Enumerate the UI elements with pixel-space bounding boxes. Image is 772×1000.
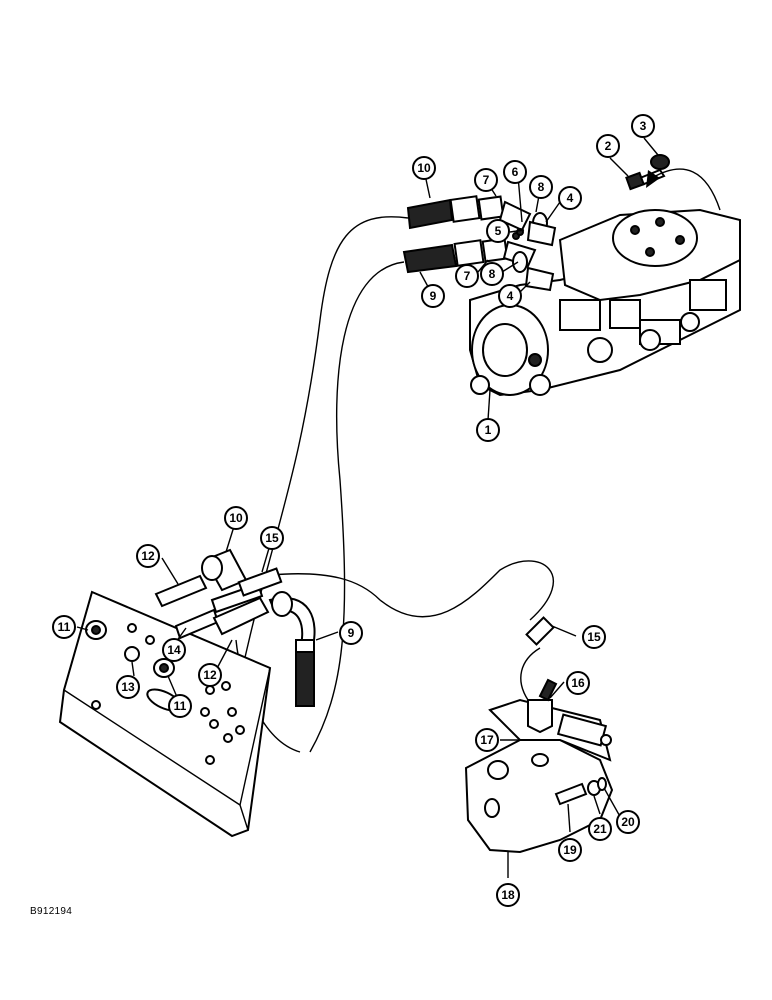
callout-label: 11 — [174, 699, 187, 713]
callout-18: 18 — [496, 883, 520, 907]
callout-4-lower: 4 — [498, 284, 522, 308]
callout-label: 2 — [605, 139, 612, 153]
callout-11-left: 11 — [52, 615, 76, 639]
callout-label: 20 — [621, 815, 635, 829]
figure-reference-code: B912194 — [30, 906, 73, 917]
callout-label: 13 — [121, 680, 135, 694]
callout-7-lower: 7 — [455, 264, 479, 288]
callout-4-upper: 4 — [558, 186, 582, 210]
callout-6: 6 — [503, 160, 527, 184]
callout-10-lower: 10 — [224, 506, 248, 530]
callout-label: 8 — [538, 180, 545, 194]
callout-14: 14 — [162, 638, 186, 662]
hydrostatic-pump-assembly — [469, 154, 741, 397]
callout-7-upper: 7 — [474, 168, 498, 192]
callout-label: 3 — [640, 119, 647, 133]
callout-16: 16 — [566, 671, 590, 695]
callout-11-bottom: 11 — [168, 694, 192, 718]
callout-10-upper: 10 — [412, 156, 436, 180]
callout-3: 3 — [631, 114, 655, 138]
callout-label: 14 — [167, 643, 181, 657]
callout-5: 5 — [486, 219, 510, 243]
callout-label: 12 — [141, 549, 155, 563]
callout-label: 7 — [483, 173, 490, 187]
callout-label: 19 — [563, 843, 577, 857]
callout-12-lower: 12 — [198, 663, 222, 687]
callout-label: 10 — [229, 511, 243, 525]
callout-label: 15 — [587, 630, 601, 644]
callout-label: 15 — [265, 531, 279, 545]
callout-1: 1 — [476, 418, 500, 442]
callout-label: 17 — [480, 733, 494, 747]
callout-label: 6 — [512, 165, 519, 179]
bulkhead-bracket-assembly — [58, 548, 316, 838]
callout-label: 4 — [507, 289, 514, 303]
callout-19: 19 — [558, 838, 582, 862]
callout-9-lower: 9 — [339, 621, 363, 645]
callout-9-upper: 9 — [421, 284, 445, 308]
callout-label: 9 — [430, 289, 437, 303]
callout-17: 17 — [475, 728, 499, 752]
callout-21: 21 — [588, 817, 612, 841]
callout-label: 21 — [593, 822, 607, 836]
callout-12-upper: 12 — [136, 544, 160, 568]
callout-label: 1 — [485, 423, 492, 437]
callout-label: 16 — [571, 676, 585, 690]
callout-label: 12 — [203, 668, 217, 682]
callout-label: 8 — [489, 267, 496, 281]
callout-label: 7 — [464, 269, 471, 283]
callout-label: 9 — [348, 626, 355, 640]
callout-2: 2 — [596, 134, 620, 158]
callout-label: 11 — [58, 620, 71, 634]
callout-label: 10 — [417, 161, 431, 175]
callout-15-right: 15 — [582, 625, 606, 649]
callout-label: 4 — [567, 191, 574, 205]
callout-label: 5 — [495, 224, 502, 238]
callout-15-left: 15 — [260, 526, 284, 550]
callout-13: 13 — [116, 675, 140, 699]
pump-hoses — [402, 195, 557, 292]
callout-20: 20 — [616, 810, 640, 834]
callout-8-lower: 8 — [480, 262, 504, 286]
callout-label: 18 — [501, 888, 515, 902]
callout-8-upper: 8 — [529, 175, 553, 199]
